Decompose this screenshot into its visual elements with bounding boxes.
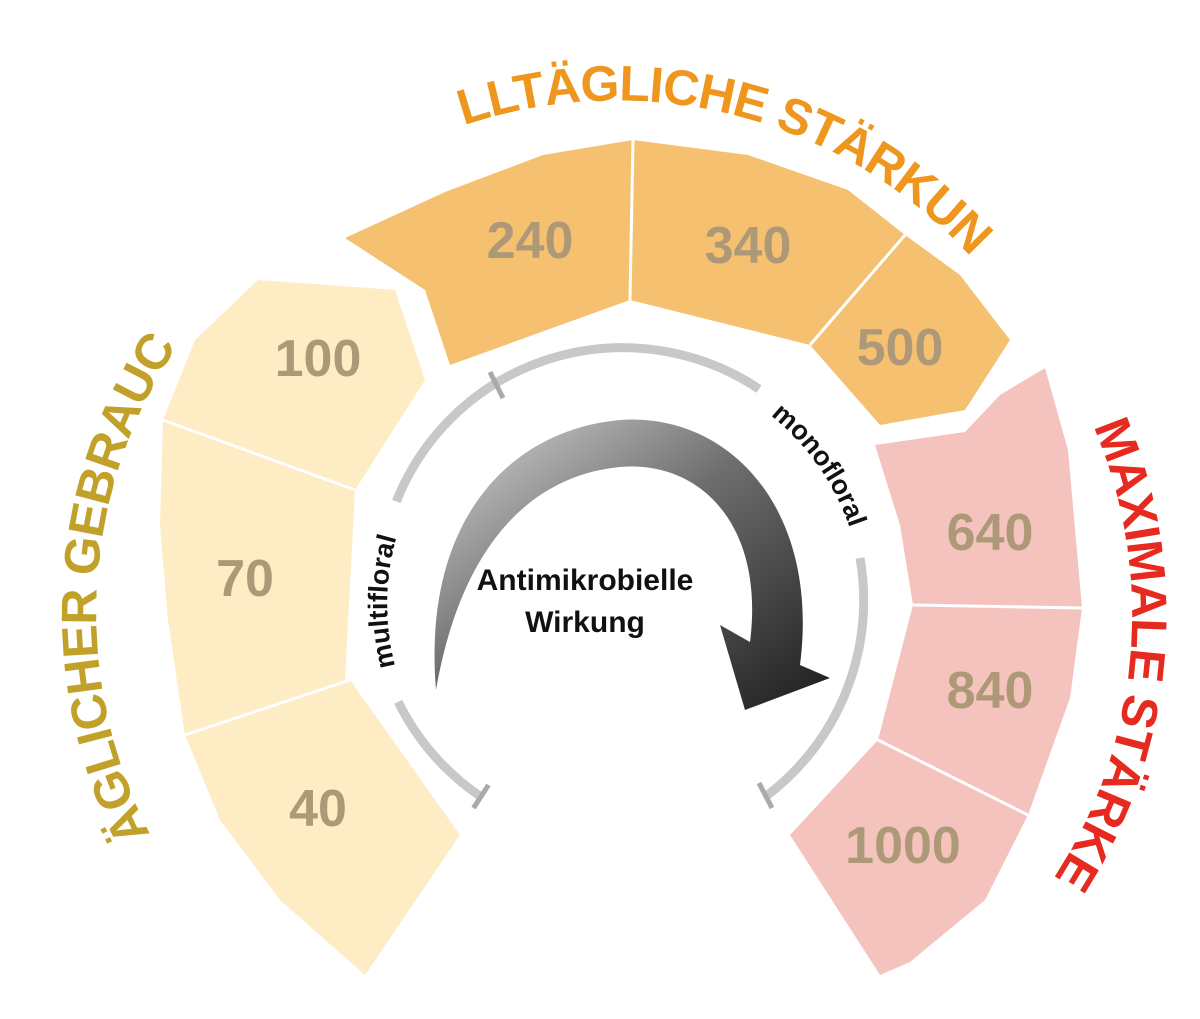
curved-arrow	[434, 419, 830, 710]
gauge-tick-top	[487, 370, 506, 400]
gauge-track-right	[762, 557, 869, 801]
segment-value-2-1: 840	[947, 662, 1034, 720]
segment-separator-0	[184, 678, 351, 737]
gauge-label-monofloral: monofloral	[767, 397, 873, 530]
segment-separators	[162, 139, 1083, 817]
segment-value-1-0: 240	[487, 212, 574, 270]
segment-value-2-0: 640	[947, 504, 1034, 562]
segment-separator-1	[162, 418, 356, 492]
gauge-track-top	[493, 343, 762, 393]
gauge-track-left-lower	[394, 699, 484, 801]
segment-0-2	[163, 280, 425, 490]
category-label-daily: TÄGLICHER GEBRAUCH	[0, 0, 186, 854]
segment-separator-2	[628, 139, 635, 301]
segment-2-0	[875, 368, 1082, 608]
segment-value-2-2: 1000	[845, 817, 961, 875]
segment-value-1-1: 340	[705, 217, 792, 275]
segment-0-1	[160, 420, 355, 735]
gauge-ticks	[471, 370, 775, 810]
segment-separator-5	[877, 738, 1029, 817]
segment-value-1-2: 500	[857, 319, 944, 377]
segment-0-0	[185, 680, 460, 975]
segment-1-2	[810, 235, 1010, 425]
segment-separator-3	[808, 234, 907, 346]
segment-2-1	[878, 605, 1082, 815]
gauge-track-left-upper	[392, 379, 499, 504]
segment-value-0-2: 100	[275, 330, 362, 388]
gauge-track	[392, 343, 869, 801]
segment-values: 40 70 100 240 340 500 640 840 1000	[216, 212, 1033, 875]
strength-segments	[160, 140, 1082, 975]
segment-separator-4	[912, 603, 1083, 610]
gauge-tick-left-end	[471, 783, 491, 810]
segment-2-2	[790, 740, 1028, 975]
segment-1-0	[345, 140, 633, 365]
segment-value-0-0: 40	[289, 780, 347, 838]
center-label-line2: Wirkung	[525, 606, 645, 639]
gauge-tick-right-end	[756, 781, 775, 810]
segment-value-0-1: 70	[216, 550, 274, 608]
gauge-label-multifloral: multifloral	[363, 531, 402, 671]
center-label-line1: Antimikrobielle	[477, 564, 694, 597]
segment-1-1	[630, 140, 905, 345]
